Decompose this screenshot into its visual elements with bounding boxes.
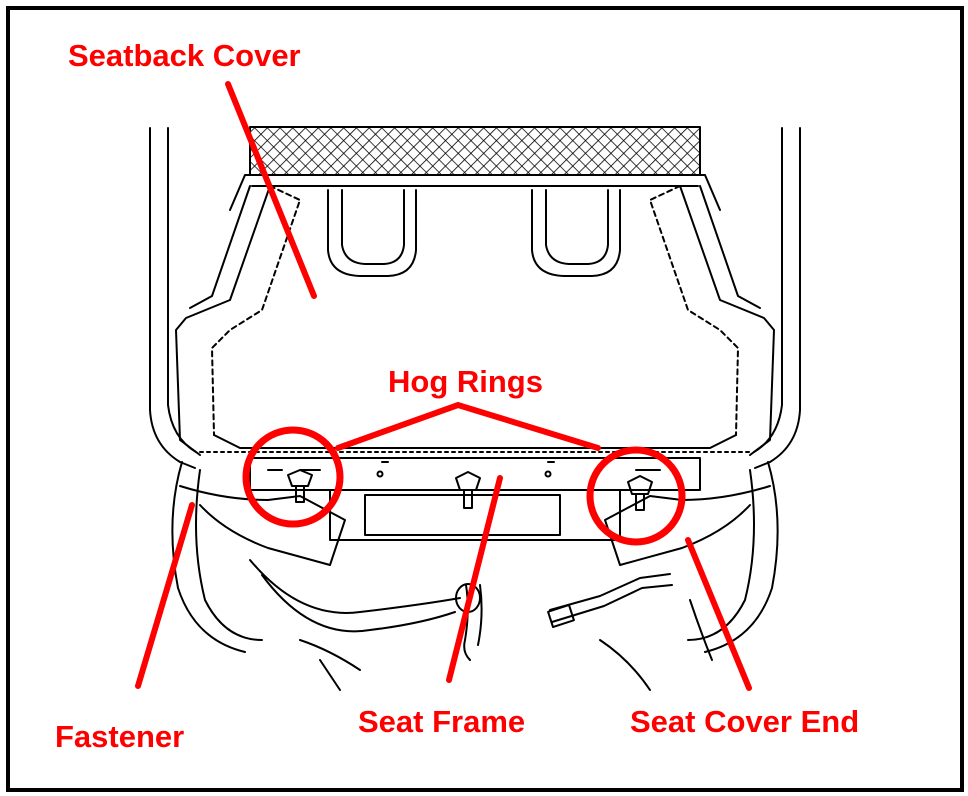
seat-frame-label: Seat Frame — [358, 704, 526, 739]
seat-cover-end-label: Seat Cover End — [630, 704, 860, 739]
seat-line-art — [149, 126, 801, 691]
seat-frame-leader — [446, 475, 503, 683]
strap-loop-left — [327, 189, 417, 277]
hog-ring-clip-center — [455, 471, 481, 509]
seatback-cover-leader — [225, 81, 317, 299]
top-rail — [229, 174, 721, 211]
seat-cover-end-leader — [685, 537, 752, 691]
hog-ring-circle-right — [586, 446, 686, 546]
left-bolster — [175, 185, 271, 456]
hog-ring-clip-right — [627, 475, 653, 511]
cable-harness — [249, 559, 461, 633]
right-bolster — [679, 185, 775, 456]
seatback-outer-shell — [149, 127, 801, 469]
hog-ring-circle-left — [242, 426, 344, 528]
fastener-leader — [135, 502, 195, 689]
hog-rings-label: Hog Rings — [388, 364, 543, 399]
seat-frame-rail — [249, 457, 701, 491]
fastener-label: Fastener — [55, 719, 185, 754]
strap-loop-right — [531, 189, 621, 277]
left-cover-end — [179, 485, 346, 566]
hog-rings-leader — [335, 401, 601, 451]
mesh-panel — [249, 126, 701, 176]
right-cover-end — [604, 485, 771, 566]
hog-ring-clip-left — [287, 469, 313, 503]
seatback-cover-label: Seatback Cover — [68, 38, 301, 73]
lower-frame — [171, 461, 779, 653]
callout-graphics — [135, 81, 752, 691]
